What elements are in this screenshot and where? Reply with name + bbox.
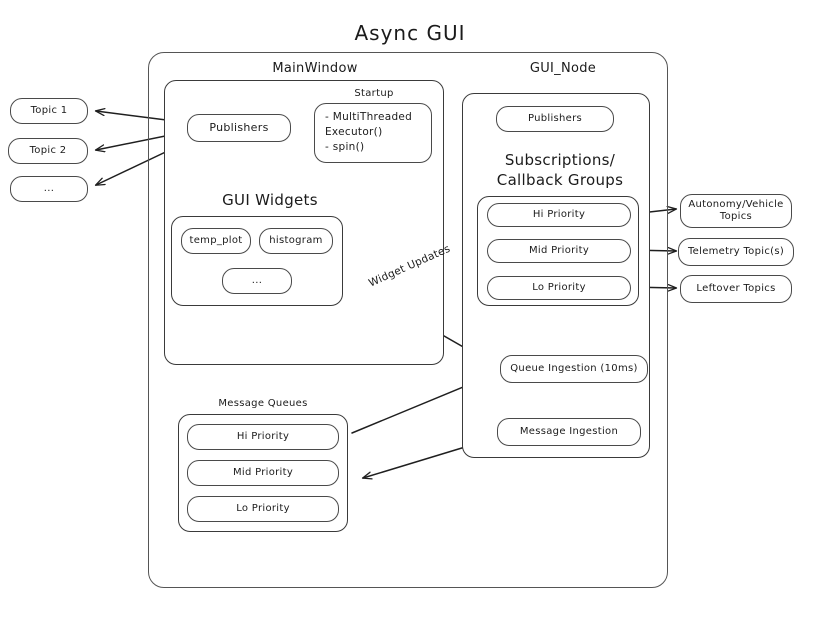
subscriptions-title-line2: Callback Groups: [496, 170, 624, 189]
external-topic-topic-2[interactable]: Topic 2: [8, 138, 88, 164]
gui-node-publishers-box[interactable]: Publishers: [496, 106, 614, 132]
startup-item-0: - MultiThreaded: [325, 111, 413, 123]
gui-widgets-title: GUI Widgets: [222, 190, 318, 209]
message-ingestion-box[interactable]: Message Ingestion: [497, 418, 641, 446]
message-queues-title: Message Queues: [218, 397, 308, 409]
mainwindow-title: MainWindow: [272, 60, 358, 76]
queue-hi-priority[interactable]: Hi Priority: [187, 424, 339, 450]
widget-temp-plot[interactable]: temp_plot: [181, 228, 251, 254]
right-topic-autonomy-vehicle[interactable]: Autonomy/Vehicle Topics: [680, 194, 792, 228]
widget-histogram[interactable]: histogram: [259, 228, 333, 254]
queue-ingestion-box[interactable]: Queue Ingestion (10ms): [500, 355, 648, 383]
subscriptions-title-line1: Subscriptions/: [504, 150, 616, 169]
diagram-title: Async GUI: [354, 20, 466, 45]
external-topic-more[interactable]: ...: [10, 176, 88, 202]
startup-item-1: Executor(): [325, 126, 383, 139]
right-topic-leftover[interactable]: Leftover Topics: [680, 275, 792, 303]
startup-item-2: - spin(): [325, 141, 365, 154]
mainwindow-publishers-box[interactable]: Publishers: [187, 114, 291, 142]
startup-title: Startup: [354, 87, 394, 99]
queue-mid-priority[interactable]: Mid Priority: [187, 460, 339, 486]
right-topic-telemetry[interactable]: Telemetry Topic(s): [678, 238, 794, 266]
widget-more[interactable]: ...: [222, 268, 292, 294]
system-container: [148, 52, 668, 588]
startup-box[interactable]: - MultiThreaded Executor() - spin(): [314, 103, 432, 163]
gui-node-title: GUI_Node: [529, 60, 597, 76]
subscription-hi-priority[interactable]: Hi Priority: [487, 203, 631, 227]
subscription-mid-priority[interactable]: Mid Priority: [487, 239, 631, 263]
queue-lo-priority[interactable]: Lo Priority: [187, 496, 339, 522]
subscription-lo-priority[interactable]: Lo Priority: [487, 276, 631, 300]
external-topic-topic-1[interactable]: Topic 1: [10, 98, 88, 124]
